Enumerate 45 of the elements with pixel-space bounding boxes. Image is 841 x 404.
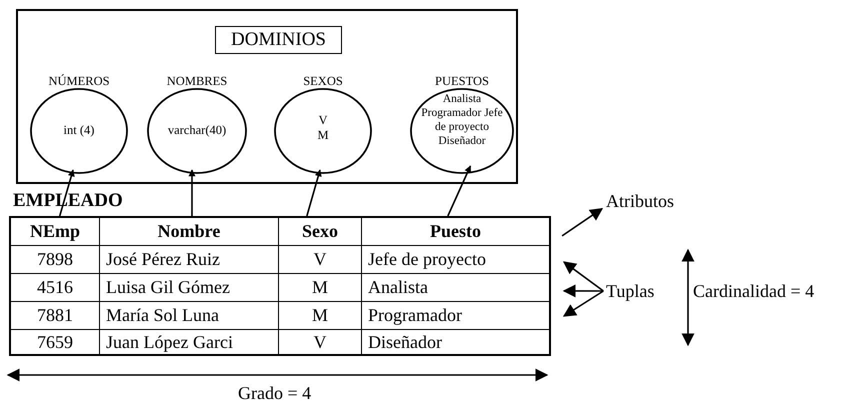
arrow (306, 169, 322, 216)
table-cell: Analista (362, 274, 549, 302)
domain-values: int (4) (62, 123, 96, 138)
column-header: Puesto (362, 218, 549, 246)
column-header: Sexo (279, 218, 362, 246)
table-cell: V (279, 330, 362, 354)
table-cell: M (279, 274, 362, 302)
domain-ellipse (147, 74, 247, 174)
table-cell: Luisa Gil Gómez (100, 274, 279, 302)
column-header: Nombre (100, 218, 279, 246)
annotation-text: Tuplas (606, 280, 658, 302)
domain-box (16, 9, 518, 184)
arrow (562, 208, 604, 237)
table-cell: 7881 (11, 302, 100, 330)
table-cell: 7659 (11, 330, 100, 354)
domain-title: DOMINIOS (215, 26, 342, 54)
domain-name: NÚMEROS (47, 74, 111, 89)
annotation-text: Atributos (606, 190, 686, 212)
domain-name: NOMBRES (166, 74, 228, 89)
dimension-label: Cardinalidad = 4 (693, 280, 814, 302)
domain-values: Analista Programador Jefe de proyecto Diseñador (420, 92, 504, 148)
domain-values: varchar(40) (166, 123, 228, 138)
domain-ellipse (30, 74, 128, 174)
table-cell-text: Diseñador (367, 330, 443, 354)
domain-ellipse (410, 74, 514, 174)
table-cell: Jefe de proyecto (362, 246, 549, 274)
table-cell: Juan López Garci (100, 330, 279, 354)
domain-ellipse (274, 74, 372, 174)
domain-name: SEXOS (302, 74, 344, 89)
domain-values: V M (316, 113, 330, 143)
domain-name: PUESTOS (434, 74, 490, 89)
table-cell: 7898 (11, 246, 100, 274)
arrow (562, 261, 604, 292)
table-cell: V (279, 246, 362, 274)
table-cell: María Sol Luna (100, 302, 279, 330)
arrow (188, 169, 196, 216)
table-cell: José Pérez Ruiz (100, 246, 279, 274)
arrow (447, 165, 472, 216)
column-header: NEmp (11, 218, 100, 246)
table-cell: Programador (362, 302, 549, 330)
table-cell: 4516 (11, 274, 100, 302)
table-cell: M (279, 302, 362, 330)
dimension-label: Grado = 4 (238, 382, 312, 404)
arrow (562, 290, 604, 317)
arrow (562, 284, 604, 298)
